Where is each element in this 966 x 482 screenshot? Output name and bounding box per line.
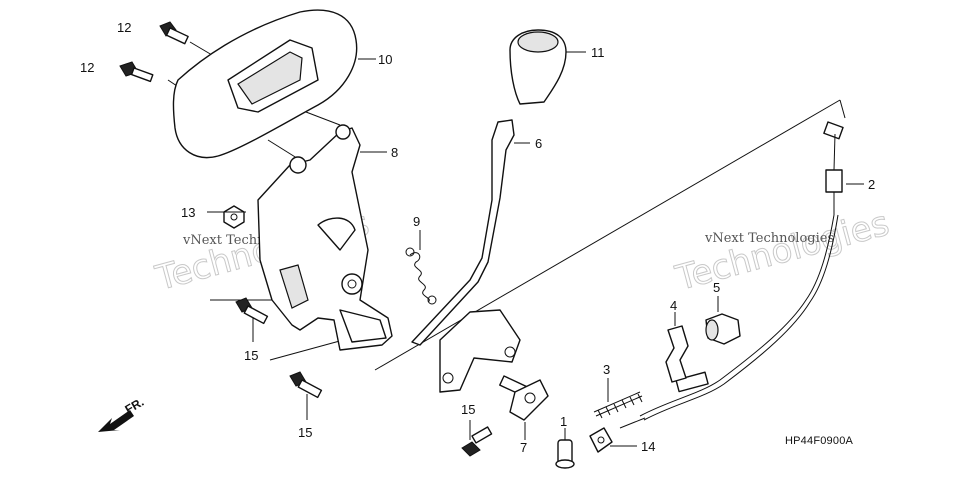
spring-part-3 [593, 391, 643, 419]
joint-part-7 [499, 375, 549, 421]
callout-10: 10 [378, 52, 392, 67]
callout-12-top: 12 [117, 20, 131, 35]
spring-part-9 [405, 247, 437, 305]
cover-part-10 [172, 9, 358, 159]
callout-15-bottom: 15 [461, 402, 475, 417]
grommet-part-5 [705, 313, 741, 345]
bolt-part-15-lower [289, 371, 323, 399]
callout-15-lower: 15 [298, 425, 312, 440]
callout-7: 7 [520, 440, 527, 455]
callout-3: 3 [603, 362, 610, 377]
collar-part-14 [589, 427, 613, 453]
callout-12-left: 12 [80, 60, 94, 75]
front-arrow-icon [98, 410, 134, 432]
cable-part-2 [619, 121, 844, 429]
callout-9: 9 [413, 214, 420, 229]
knob-part-11 [509, 29, 567, 105]
diagram-code: HP44F0900A [785, 435, 854, 447]
callout-1: 1 [560, 414, 567, 429]
callout-5: 5 [713, 280, 720, 295]
bolt-part-12-left [119, 61, 154, 83]
callouts: 12 12 10 11 6 8 2 13 9 4 5 3 15 15 1 15 … [80, 20, 875, 455]
callout-8: 8 [391, 145, 398, 160]
leader-lines [207, 51, 864, 447]
lever-part-6 [411, 119, 521, 393]
nut-part-13 [223, 205, 245, 229]
watermark-right: Technologies vNext Technologies [671, 203, 894, 299]
front-direction-indicator: FR. [98, 395, 146, 432]
bolt-part-15-bottom [461, 426, 493, 457]
callout-4: 4 [670, 298, 677, 313]
watermark-right-small: vNext Technologies [704, 231, 834, 246]
callout-11: 11 [591, 45, 605, 60]
callout-13: 13 [181, 205, 195, 220]
callout-2: 2 [868, 177, 875, 192]
bolt-part-12-top [159, 21, 189, 45]
callout-14: 14 [641, 439, 655, 454]
watermark-right-large: Technologies [671, 204, 893, 299]
clip-part-4 [665, 325, 689, 383]
callout-15-upper: 15 [244, 348, 258, 363]
bracket-part-8 [257, 124, 393, 351]
pin-part-1 [555, 439, 575, 469]
bolt-part-15-upper [235, 297, 269, 325]
callout-6: 6 [535, 136, 542, 151]
